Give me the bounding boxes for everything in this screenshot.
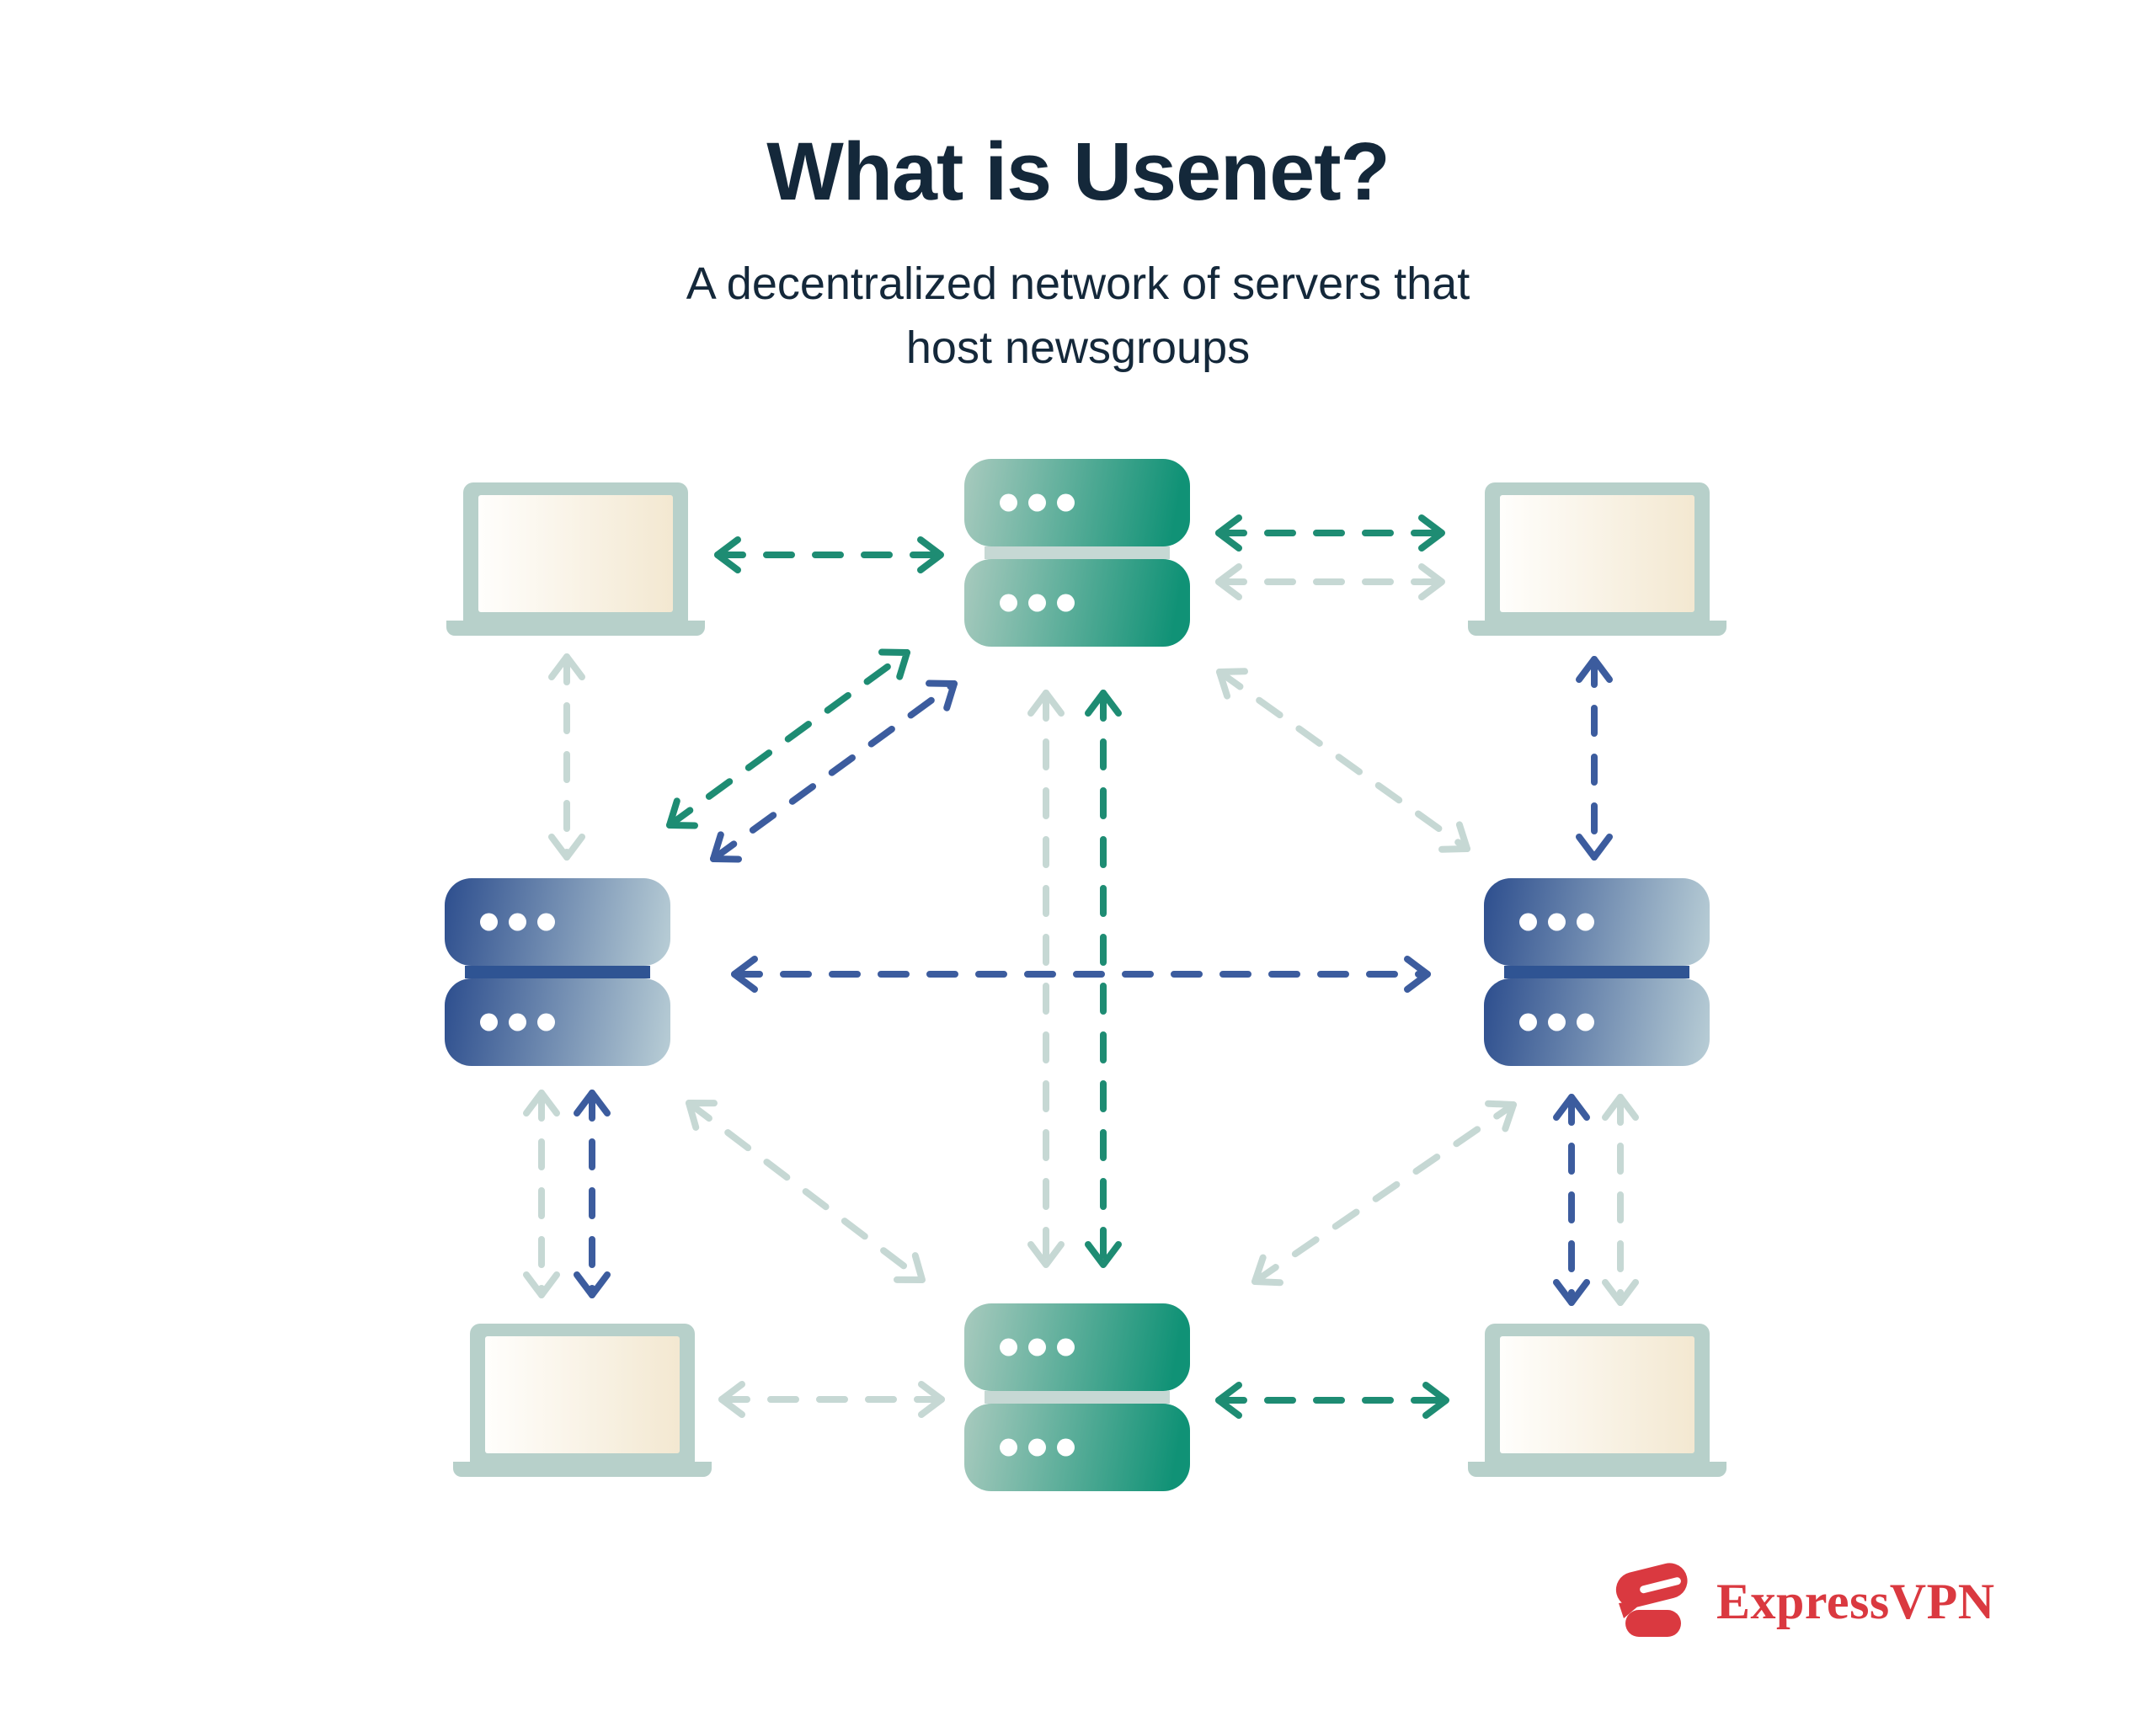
server-dots [1000,1438,1075,1457]
server-dot [537,913,555,931]
laptop-screen [478,495,673,612]
server-band [465,966,650,978]
laptop-base [453,1462,712,1477]
server-unit [964,459,1190,546]
server-dot [1000,594,1017,612]
server-unit [445,978,670,1066]
server-icon-right [1484,878,1710,1066]
server-unit [445,878,670,966]
server-icon-bottom [964,1303,1190,1491]
server-icon-left [445,878,670,1066]
server-dot [1028,594,1046,612]
server-dot [1577,1013,1594,1031]
server-dot [1548,913,1566,931]
server-dot [537,1013,555,1031]
server-dot [1548,1013,1566,1031]
server-dot [1519,913,1537,931]
server-band [985,1391,1170,1404]
connection-bottom-server--right-server-light [1251,1100,1517,1287]
server-dot [1057,594,1075,612]
server-dot [1000,493,1017,512]
brand-logo: ExpressVPN [1607,1561,1995,1642]
server-dots [1000,594,1075,612]
server-unit [964,1404,1190,1491]
server-dots [480,913,555,931]
laptop-icon-bottom-right [1468,1324,1726,1477]
server-dot [1028,493,1046,512]
server-dots [1000,1338,1075,1356]
server-dot [1057,1338,1075,1356]
server-dot [480,913,498,931]
server-dot [1519,1013,1537,1031]
connection-top-server--right-server-light [1216,668,1470,853]
laptop-base [1468,621,1726,636]
server-dots [480,1013,555,1031]
laptop-body [1485,482,1710,621]
connection-left-server--bottom-server-light [686,1100,926,1283]
server-dot [1057,493,1075,512]
brand-logo-text: ExpressVPN [1716,1573,1995,1629]
server-dot [1000,1438,1017,1457]
laptop-screen [1500,495,1694,612]
server-dot [1028,1338,1046,1356]
server-unit [1484,978,1710,1066]
server-dot [1000,1338,1017,1356]
laptop-icon-bottom-left [453,1324,712,1477]
server-dots [1000,493,1075,512]
server-band [1504,966,1689,978]
laptop-screen [1500,1336,1694,1453]
laptop-base [1468,1462,1726,1477]
connection-left-server--top-server-navy [710,679,958,863]
server-dot [1057,1438,1075,1457]
server-band [985,546,1170,559]
expressvpn-mark-icon [1615,1563,1688,1637]
connection-left-server--top-server-green [666,648,910,829]
server-dot [1028,1438,1046,1457]
server-unit [964,1303,1190,1391]
laptop-body [470,1324,695,1462]
server-unit [1484,878,1710,966]
laptop-screen [485,1336,680,1453]
server-unit [964,559,1190,647]
laptop-icon-top-left [446,482,705,636]
server-dots [1519,1013,1594,1031]
page-title: What is Usenet? [766,125,1390,217]
laptop-body [1485,1324,1710,1462]
server-dot [509,913,526,931]
server-dots [1519,913,1594,931]
server-dot [1577,913,1594,931]
server-dot [509,1013,526,1031]
laptop-base [446,621,705,636]
laptop-body [463,482,688,621]
server-dot [480,1013,498,1031]
page-subtitle: A decentralized network of servers that … [686,258,1470,373]
server-icon-top [964,459,1190,647]
laptop-icon-top-right [1468,482,1726,636]
